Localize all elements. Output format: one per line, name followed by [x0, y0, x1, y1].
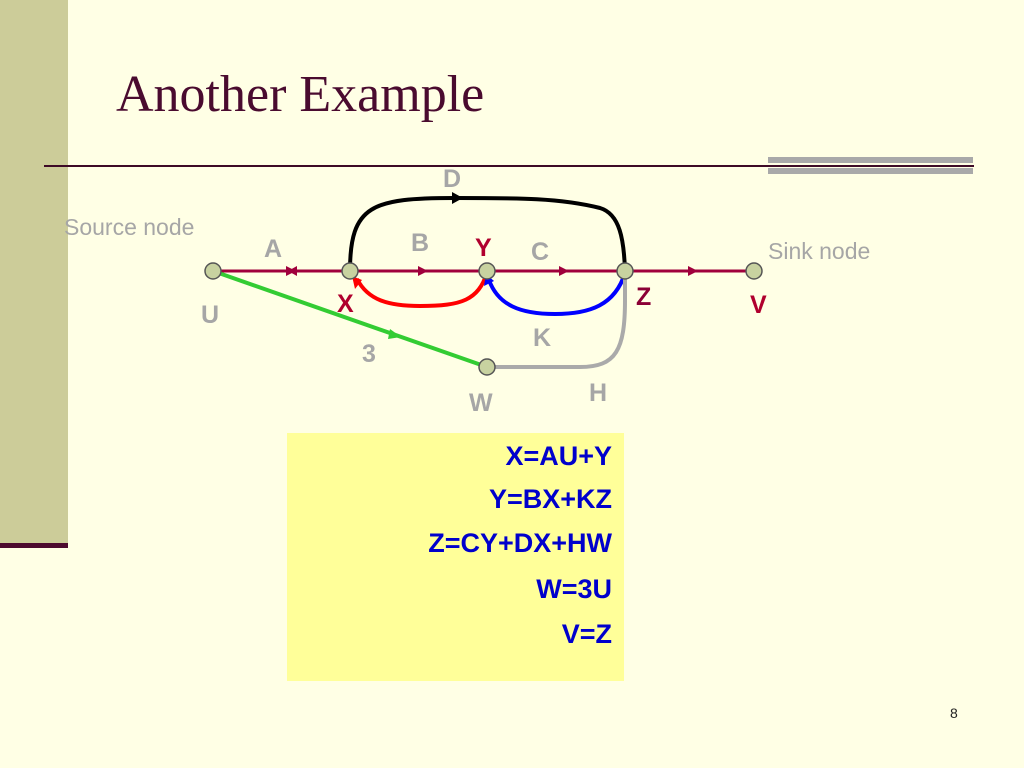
edge-label-3: 3 — [362, 340, 376, 368]
edge-label-d: D — [443, 165, 461, 193]
arrow-a-head-icon — [286, 266, 296, 276]
edge-y-to-x — [355, 272, 489, 309]
equation-v: V=Z — [561, 619, 612, 649]
node-label-z: Z — [636, 283, 651, 311]
left-decor-band — [0, 0, 68, 548]
node-label-u: U — [201, 301, 219, 329]
node-w — [478, 358, 496, 376]
edge-label-c: C — [531, 238, 549, 266]
node-label-v: V — [750, 291, 767, 319]
arrow-b-head-icon — [418, 266, 428, 276]
equation-z: Z=CY+DX+HW — [428, 528, 612, 558]
arrow-3-head-icon — [388, 329, 401, 339]
edge-h — [487, 273, 627, 369]
node-label-x: X — [337, 290, 354, 318]
sink-node-annotation: Sink node — [768, 238, 870, 264]
equations-box: X=AU+Y Y=BX+KZ Z=CY+DX+HW W=3U V=Z — [287, 433, 624, 681]
title-divider — [44, 165, 974, 167]
arrow-d-head-icon — [452, 192, 463, 204]
edge-d — [348, 195, 627, 272]
arrow-v-head-icon — [688, 266, 698, 276]
node-label-w: W — [469, 389, 493, 417]
equation-x: X=AU+Y — [505, 441, 612, 471]
edge-label-h: H — [589, 379, 607, 407]
equation-y: Y=BX+KZ — [488, 484, 612, 514]
left-decor-cap — [0, 543, 68, 548]
node-y — [478, 262, 496, 280]
node-u — [204, 262, 222, 280]
node-v — [745, 262, 763, 280]
arrow-red-head-icon — [352, 276, 362, 289]
equation-w: W=3U — [536, 574, 612, 604]
edge-label-a: A — [264, 235, 282, 263]
arrow-c-head-icon — [559, 266, 569, 276]
edge-label-b: B — [411, 229, 429, 257]
slide-title: Another Example — [116, 66, 485, 123]
node-label-y: Y — [475, 234, 492, 262]
edge-label-k: K — [533, 324, 551, 352]
node-x — [341, 262, 359, 280]
node-z — [616, 262, 634, 280]
source-node-annotation: Source node — [64, 214, 194, 240]
accent-bar — [768, 157, 973, 174]
page-number: 8 — [950, 705, 958, 721]
edge-k — [487, 272, 627, 317]
edge-3 — [212, 269, 488, 369]
